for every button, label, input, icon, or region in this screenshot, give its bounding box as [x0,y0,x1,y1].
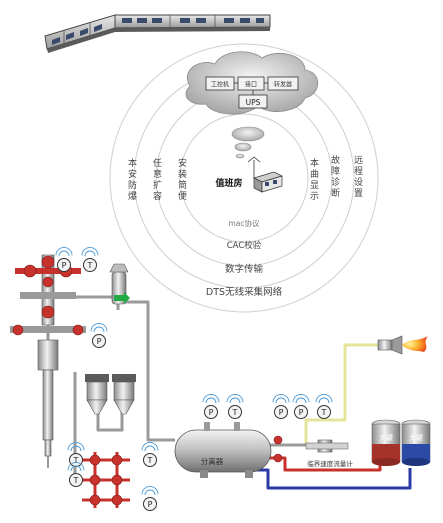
separator-label: 分离器 [201,456,224,466]
transmitter-label: 转发器 [274,81,292,89]
wireless-wave-icon [70,465,82,472]
ups-label: UPS [246,98,261,107]
duty-room [247,156,283,193]
wireless-wave-icon [205,397,217,404]
sensor-letter: P [279,408,284,417]
sensor-badge [143,497,157,511]
wireless-wave-icon [81,247,99,256]
wellhead [10,254,86,468]
wireless-wave-icon [67,442,85,451]
label-local-defense: 本安防爆 [126,157,137,202]
temperature-sensor-icon: T [315,394,333,419]
wireless-wave-icon [229,397,241,404]
cyclone-tanks [85,374,136,415]
wireless-wave-icon [144,445,156,452]
sensor-badge [204,405,218,419]
wireless-wave-icon [295,397,307,404]
wireless-wave-icon [202,394,220,403]
wireless-wave-icon [272,394,290,403]
flare [377,335,428,355]
ring-dts-network [109,43,379,313]
pressure-sensor-icon: P [202,394,220,419]
interface-label: 接口 [245,81,257,89]
ring-label-cac-check: CAC校验 [227,240,262,251]
ring-label-data-transmission: 数字传输 [225,263,264,275]
sensor-badge [83,258,97,272]
wireless-wave-icon [58,250,70,257]
sensor-badge [228,405,242,419]
wireless-wave-icon [141,442,159,451]
critical-flowmeter [305,439,349,453]
pressure-sensor-icon: P [90,323,108,348]
flowmeter-label: 临界速度流量计 [307,459,353,468]
wireless-wave-icon [70,445,82,452]
ring-label-dts-network: DTS无线采集网络 [206,286,283,298]
wireless-wave-icon [292,394,310,403]
sensor-letter: T [232,408,238,417]
pressure-sensor-icon: P [141,486,159,511]
sensor-layer: P T P T T T P P T P P T [55,247,333,511]
manifold-valves [89,454,123,506]
sensor-letter: T [73,456,79,465]
duty-room-label: 值班房 [215,177,242,189]
temperature-sensor-icon: T [141,442,159,467]
wireless-wave-icon [67,462,85,471]
temperature-sensor-icon: T [67,462,85,487]
temperature-sensor-icon: T [67,442,85,467]
industrial-pc-box [205,76,235,91]
wireless-wave-icon [93,326,105,333]
label-fault-diagnosis: 故障诊断 [329,154,340,199]
sensor-letter: T [73,476,79,485]
interface-box [237,76,265,91]
sensor-badge [294,405,308,419]
tank-1-label: 大罐 [379,433,393,442]
sensor-badge [57,258,71,272]
pressure-sensor-icon: P [55,247,73,272]
sensor-badge [69,473,83,487]
sensor-badge [92,334,106,348]
label-task-expansion: 任意扩容 [151,157,162,202]
pressure-sensor-icon: P [292,394,310,419]
wireless-wave-icon [144,489,156,496]
transmitter-box [267,76,299,91]
sensor-letter: T [87,261,93,270]
storage-tank-1 [371,419,401,466]
ring-label-mac-protocol: mac协议 [228,218,260,228]
wireless-wave-icon [90,323,108,332]
sensor-letter: P [148,500,153,509]
sensor-letter: P [97,337,102,346]
sensor-letter: P [62,261,67,270]
label-curve-display: 本曲显示 [308,157,319,202]
pipe-valve [109,263,130,305]
field-trailers [44,14,271,53]
sensor-badge [143,453,157,467]
flow-arrow-icon [114,292,130,304]
sensor-badge [317,405,331,419]
tank-2-label: 大罐 [409,433,423,442]
label-install-simple: 安装简便 [176,157,187,202]
storage-tank-2 [401,419,431,466]
ring-mac-protocol [179,113,309,243]
industrial-pc-label: 工控机 [211,81,229,89]
wireless-wave-icon [84,250,96,257]
separator-valves [273,435,283,463]
wireless-wave-icon [318,397,330,404]
wireless-wave-icon [275,397,287,404]
temperature-sensor-icon: T [81,247,99,272]
sensor-letter: T [147,456,153,465]
sensor-badge [274,405,288,419]
wireless-wave-icon [141,486,159,495]
separator-vessel [174,422,272,478]
cloud-devices: 工控机 接口 转发器 UPS [205,76,299,109]
wireless-wave-icon [226,394,244,403]
wireless-wave-icon [315,394,333,403]
label-remote-setting: 远程设置 [352,155,363,199]
temperature-sensor-icon: T [226,394,244,419]
pressure-sensor-icon: P [272,394,290,419]
sensor-letter: T [321,408,327,417]
wireless-wave-icon [55,247,73,256]
sensor-letter: P [209,408,214,417]
sensor-letter: P [299,408,304,417]
